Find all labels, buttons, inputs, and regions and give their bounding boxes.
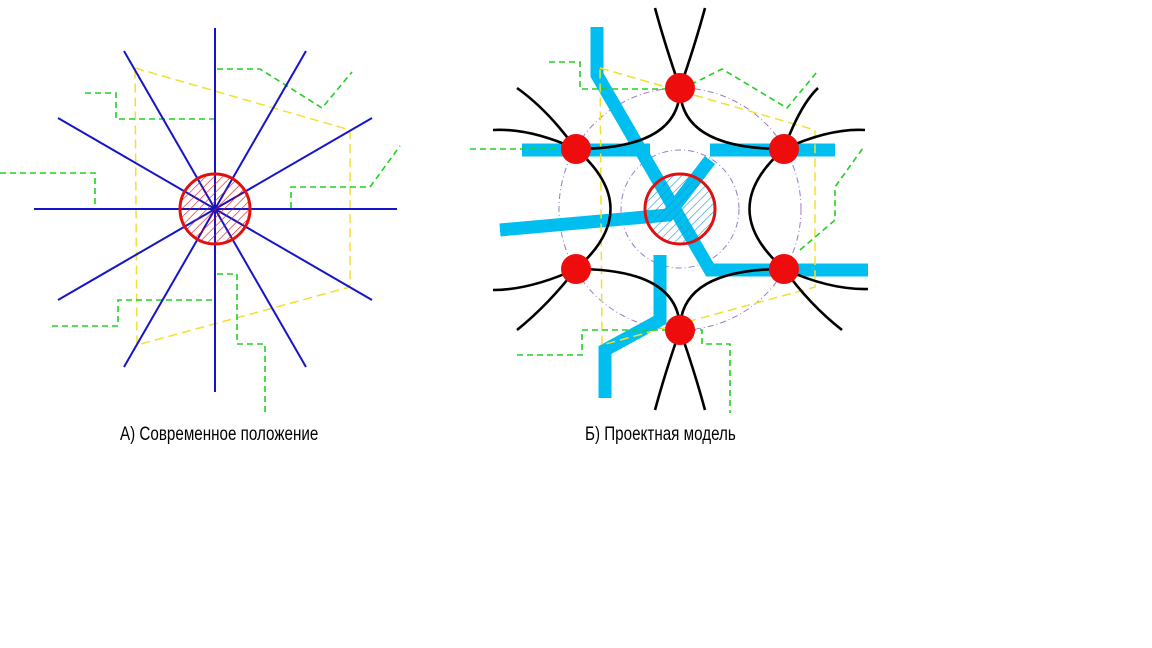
node-point xyxy=(665,73,695,103)
center-circle xyxy=(178,172,252,246)
node-point xyxy=(561,134,591,164)
caption-current: А) Современное положение xyxy=(120,424,319,445)
caption-project: Б) Проектная модель xyxy=(585,424,736,445)
inner-ring-guide xyxy=(620,149,740,269)
boundary-green-line xyxy=(217,273,266,413)
boundary-green-line xyxy=(681,68,818,110)
boundary-yellow xyxy=(599,67,816,346)
transit-line xyxy=(590,27,868,277)
node-point xyxy=(665,315,695,345)
boundary-green-line xyxy=(0,172,96,208)
boundary-green-line xyxy=(549,61,680,90)
outer-ring-guide xyxy=(558,87,802,331)
ring-arc xyxy=(748,148,785,270)
figure-project xyxy=(470,7,869,413)
node-point xyxy=(561,254,591,284)
boundary-green-line xyxy=(799,147,864,251)
boundary-green-line xyxy=(85,92,215,120)
center-circle xyxy=(643,172,717,246)
boundary-green-line xyxy=(52,299,215,327)
boundary-green-line xyxy=(217,68,353,110)
ring-arc xyxy=(678,267,785,331)
boundary-green-line xyxy=(290,145,401,208)
boundary-green-line xyxy=(517,329,680,356)
node-point xyxy=(769,254,799,284)
node-point xyxy=(769,134,799,164)
figure-current xyxy=(0,28,401,413)
boundary-green-group xyxy=(0,68,401,413)
ring-arc xyxy=(575,148,612,270)
ring-arc xyxy=(678,87,785,151)
node-points xyxy=(561,73,799,345)
